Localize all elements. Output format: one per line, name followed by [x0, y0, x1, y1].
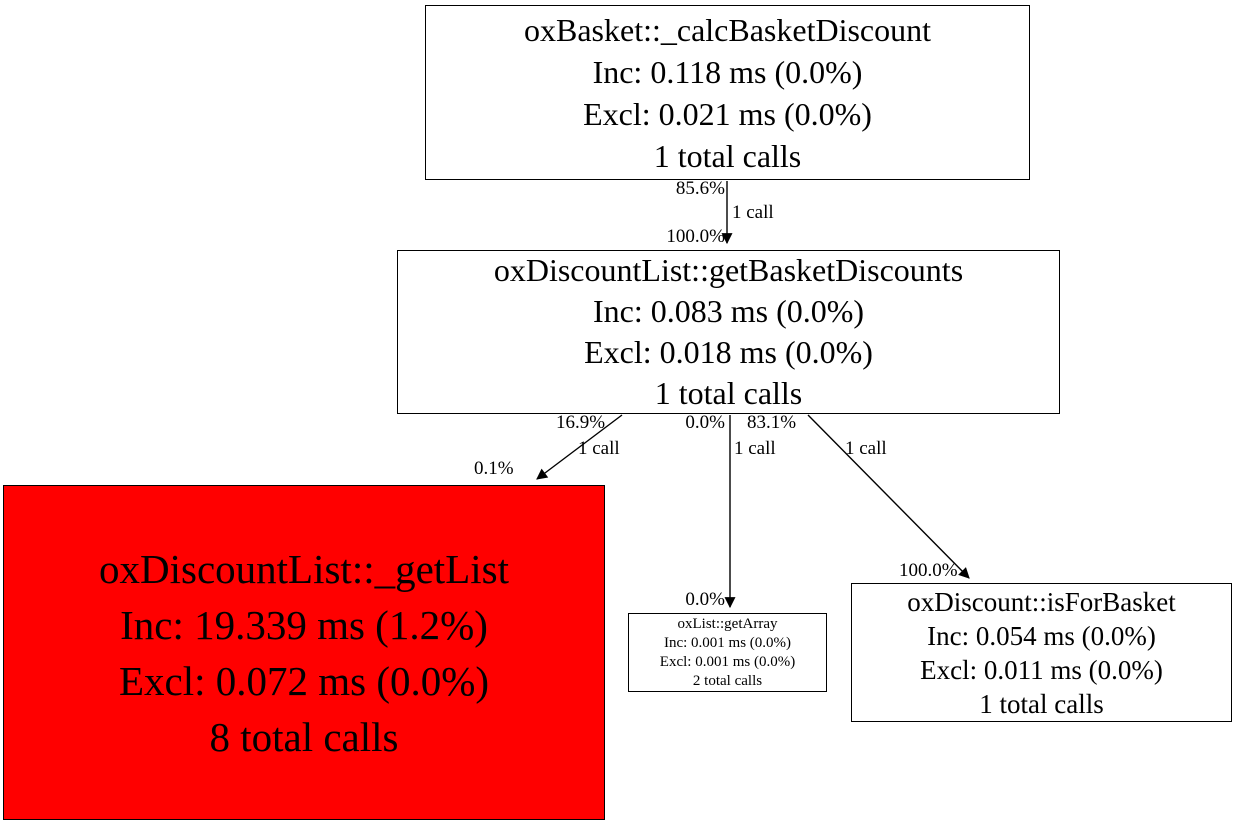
edge0-target-percent-label: 100.0% [666, 226, 725, 247]
node-oxbasket-calcbasketdiscount: oxBasket::_calcBasketDiscount Inc: 0.118… [425, 5, 1030, 180]
node-title: oxDiscountList::_getList [99, 545, 509, 592]
edge1-target-percent-label: 0.1% [474, 458, 514, 479]
node-total-calls: 1 total calls [654, 375, 803, 411]
edge1-source-percent-label: 16.9% [556, 412, 606, 433]
node-title: oxList::getArray [677, 615, 778, 632]
node-oxdiscountlist-getlist-hot: oxDiscountList::_getList Inc: 19.339 ms … [3, 485, 605, 820]
edge3-call-count-label: 1 call [845, 438, 887, 459]
node-exclusive-time: Excl: 0.011 ms (0.0%) [920, 654, 1163, 685]
node-total-calls: 1 total calls [979, 688, 1104, 719]
edge3-target-percent-label: 100.0% [899, 560, 958, 581]
node-inclusive-time: Inc: 0.118 ms (0.0%) [592, 53, 863, 90]
node-inclusive-time: Inc: 0.001 ms (0.0%) [663, 634, 792, 651]
node-oxdiscountlist-getbasketdiscounts: oxDiscountList::getBasketDiscounts Inc: … [397, 250, 1060, 414]
node-title: oxDiscount::isForBasket [907, 586, 1176, 617]
edge2-source-percent-label: 0.0% [685, 412, 725, 433]
node-exclusive-time: Excl: 0.021 ms (0.0%) [583, 95, 872, 132]
node-exclusive-time: Excl: 0.018 ms (0.0%) [584, 334, 873, 370]
node-exclusive-time: Excl: 0.001 ms (0.0%) [659, 653, 796, 670]
edge0-source-percent-label: 85.6% [675, 178, 725, 199]
node-total-calls: 8 total calls [209, 713, 399, 760]
edge2-call-count-label: 1 call [734, 438, 776, 459]
node-oxdiscount-isforbasket: oxDiscount::isForBasket Inc: 0.054 ms (0… [851, 583, 1232, 722]
node-oxlist-getarray: oxList::getArray Inc: 0.001 ms (0.0%) Ex… [628, 613, 827, 692]
node-total-calls: 1 total calls [653, 137, 802, 174]
edge1-call-count-label: 1 call [578, 438, 620, 459]
edge0-call-count-label: 1 call [732, 202, 774, 223]
node-inclusive-time: Inc: 0.083 ms (0.0%) [592, 293, 865, 329]
edge-getbasketdiscounts-to-isforbasket [807, 414, 970, 579]
edge2-target-percent-label: 0.0% [685, 589, 725, 610]
node-exclusive-time: Excl: 0.072 ms (0.0%) [118, 657, 490, 704]
node-total-calls: 2 total calls [692, 672, 763, 689]
node-title: oxBasket::_calcBasketDiscount [523, 11, 931, 48]
node-inclusive-time: Inc: 19.339 ms (1.2%) [120, 601, 488, 648]
node-inclusive-time: Inc: 0.054 ms (0.0%) [927, 620, 1156, 651]
edge3-source-percent-label: 83.1% [747, 412, 797, 433]
node-title: oxDiscountList::getBasketDiscounts [493, 252, 964, 288]
